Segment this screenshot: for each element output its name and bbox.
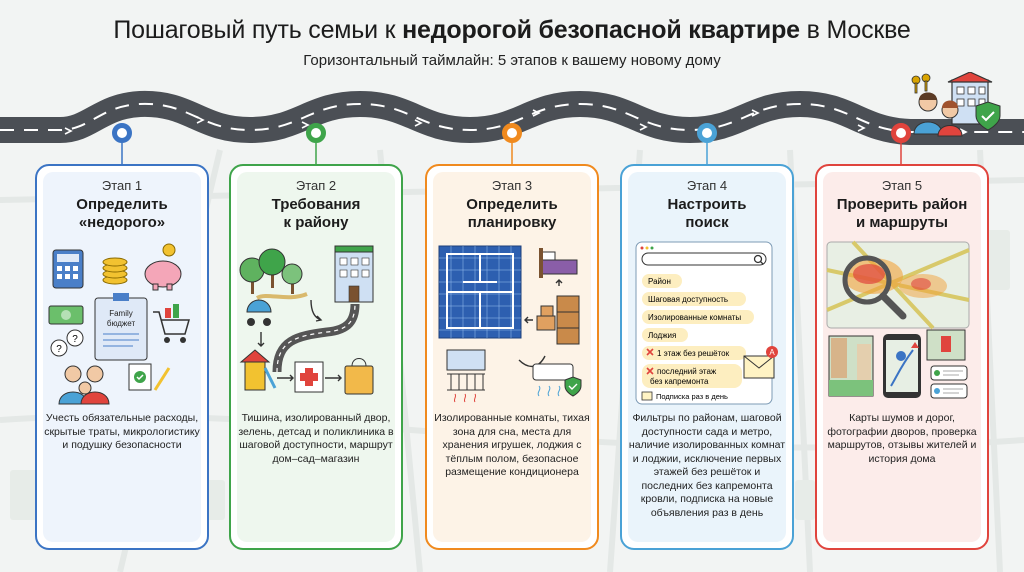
stage-description: Фильтры по районам, шаговой доступности …: [628, 412, 786, 519]
search-settings-illustration: Район Шаговая доступность Изолированные …: [635, 241, 778, 405]
air-conditioner-icon: [532, 363, 582, 397]
calculator-icon: [52, 249, 84, 289]
stage-title: Определить «недорого»: [37, 196, 207, 232]
storage-shelf-icon: [536, 295, 580, 345]
building-icon: [334, 245, 374, 303]
approved-document-icon: [128, 363, 171, 391]
stage-label: Этап 4: [686, 178, 728, 193]
family-icon: [58, 365, 110, 405]
stage-card-1: Этап 1 Определить «недорого» Family бюдж…: [35, 164, 209, 550]
stage-title: Определить планировку: [427, 196, 597, 232]
svg-text:Подписка раз в день: Подписка раз в день: [656, 392, 728, 401]
svg-text:Район: Район: [648, 277, 671, 286]
question-bubbles-icon: ? ?: [50, 329, 84, 357]
stage-title-line: Определить: [76, 196, 168, 213]
stage-5-marker: [891, 123, 911, 143]
clinic-icon: [294, 361, 324, 393]
svg-text:?: ?: [56, 344, 62, 355]
stage-title-line: Проверить район: [836, 196, 968, 213]
district-check-illustration: [826, 240, 970, 399]
header: Пошаговый путь семьи к недорогой безопас…: [0, 14, 1024, 69]
stage-label: Этап 1: [101, 178, 143, 193]
subscription-row: Подписка раз в день: [641, 391, 728, 401]
svg-text:A: A: [769, 348, 775, 357]
budget-illustration: Family бюджет ? ?: [48, 243, 190, 405]
page-title: Пошаговый путь семьи к недорогой безопас…: [0, 14, 1024, 46]
family-home-icon: [911, 72, 1001, 137]
mail-icon: A: [743, 346, 778, 379]
excluded-chip: последний этаж без капремонта: [642, 364, 742, 388]
folder-label: бюджет: [107, 319, 136, 328]
stage-title-line: Настроить: [667, 196, 747, 213]
stage-title-line: планировку: [467, 214, 557, 231]
stage-card-3: Этап 3 Определить планировку: [425, 164, 599, 550]
shopping-bag-icon: [344, 358, 374, 395]
bed-icon: [539, 248, 578, 278]
stage-card-5: Этап 5 Проверить район и маршруты: [815, 164, 989, 550]
title-prefix: Пошаговый путь семьи к: [113, 16, 403, 44]
stage-description: Изолированные комнаты, тихая зона для сн…: [434, 412, 590, 478]
stage-3-marker: [502, 123, 522, 143]
review-bubble-icon: [930, 365, 968, 399]
coins-icon: [102, 257, 128, 285]
stage-title-line: к району: [283, 214, 349, 231]
route-road-icon: [272, 303, 360, 373]
balcony-icon: [446, 349, 486, 403]
stage-card-4: Этап 4 Настроить поиск Район Шаговая дос…: [620, 164, 794, 550]
svg-text:?: ?: [72, 334, 78, 345]
search-icon: [753, 254, 764, 265]
magnifier-icon: [842, 255, 907, 320]
shopping-cart-icon: [153, 304, 190, 343]
stage-title-line: Определить: [466, 196, 558, 213]
stage-label: Этап 2: [295, 178, 337, 193]
arrow-icons: [257, 299, 342, 382]
filter-chip: Район: [642, 274, 682, 288]
stage-label: Этап 3: [491, 178, 533, 193]
excluded-chip: 1 этаж без решёток: [642, 346, 746, 360]
folder-label: Family: [109, 309, 133, 318]
svg-text:1 этаж без решёток: 1 этаж без решёток: [657, 349, 730, 358]
stage-title: Проверить район и маршруты: [817, 196, 987, 232]
stage-card-2: Этап 2 Требования к району: [229, 164, 403, 550]
folder-budget-icon: Family бюджет: [94, 293, 148, 361]
stage-2-marker: [306, 123, 326, 143]
stage-title-line: «недорого»: [78, 214, 166, 231]
stroller-icon: [246, 299, 272, 326]
stage-title: Требования к району: [231, 196, 401, 232]
stage-title-line: Требования: [271, 196, 361, 213]
stage-label: Этап 5: [881, 178, 923, 193]
filter-chip: Лоджия: [642, 328, 688, 342]
blueprint-icon: [438, 245, 522, 339]
stage-title-line: поиск: [685, 214, 729, 231]
stage-title: Настроить поиск: [622, 196, 792, 232]
piggy-bank-icon: [144, 243, 182, 291]
svg-text:последний этаж без кап: последний этаж без капремонта: [650, 367, 718, 386]
stage-description: Тишина, изолированный двор, зелень, детс…: [238, 412, 394, 465]
yard-photo-icon: [828, 335, 874, 397]
svg-text:Изолированные комнаты: Изолированные комнаты: [648, 313, 741, 322]
playground-photo-icon: [926, 329, 966, 361]
svg-text:Шаговая доступность: Шаговая доступность: [648, 295, 728, 304]
trees-icon: [239, 248, 308, 300]
layout-illustration: [438, 245, 582, 403]
stage-description: Карты шумов и дорог, фотографии дворов, …: [827, 412, 977, 465]
playground-icon: [239, 349, 277, 391]
district-illustration: [239, 245, 374, 395]
stage-description: Учесть обязательные расходы, скрытые тра…: [44, 412, 200, 451]
stage-1-marker: [112, 123, 132, 143]
page-subtitle: Горизонтальный таймлайн: 5 этапов к ваше…: [303, 52, 721, 69]
svg-text:Лоджия: Лоджия: [648, 331, 676, 340]
title-suffix: в Москве: [799, 16, 911, 44]
stage-title-line: и маршруты: [856, 214, 948, 231]
filter-chip: Изолированные комнаты: [642, 310, 754, 324]
smartphone-route-icon: [883, 334, 921, 398]
banknotes-icon: [48, 305, 84, 325]
title-bold: недорогой безопасной квартире: [402, 16, 800, 44]
stage-4-marker: [697, 123, 717, 143]
filter-chip: Шаговая доступность: [642, 292, 746, 306]
